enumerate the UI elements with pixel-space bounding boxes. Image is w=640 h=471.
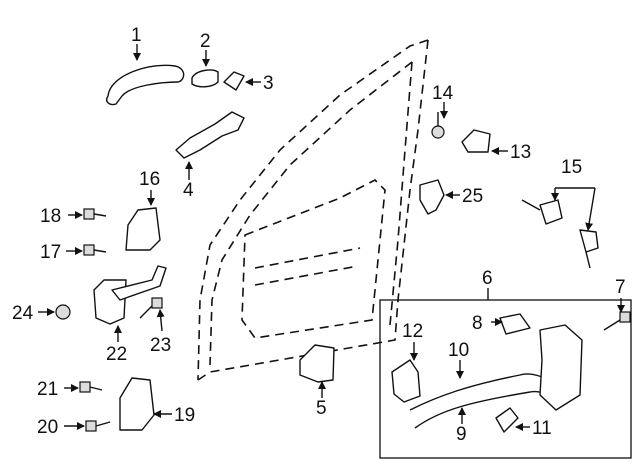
callout-14: 14 — [432, 83, 454, 104]
bolt-18 — [83, 208, 107, 220]
bolt-20 — [85, 420, 111, 432]
callout-16: 16 — [139, 169, 160, 190]
door-latch — [539, 324, 583, 411]
bolt-17 — [83, 244, 107, 256]
callout-1: 1 — [131, 25, 142, 46]
callout-13: 13 — [510, 142, 531, 163]
upper-hinge — [125, 207, 161, 251]
callout-17: 17 — [40, 242, 61, 263]
nut-24 — [55, 304, 71, 320]
callout-25: 25 — [462, 186, 483, 207]
handle-gasket — [223, 71, 245, 91]
handle-cap — [191, 69, 219, 88]
callout-4: 4 — [183, 180, 194, 201]
callout-3: 3 — [263, 73, 274, 94]
lock-assembly-box — [379, 299, 632, 459]
door-check — [93, 265, 167, 325]
grommet-11 — [495, 407, 519, 433]
rod-holder-25 — [419, 179, 445, 215]
callout-7: 7 — [615, 277, 626, 298]
callout-22: 22 — [106, 344, 127, 365]
callout-12: 12 — [402, 321, 423, 342]
bracket-8 — [499, 313, 531, 335]
striker — [299, 344, 335, 383]
callout-23: 23 — [150, 335, 171, 356]
callout-8: 8 — [472, 313, 483, 334]
callout-5: 5 — [316, 398, 327, 419]
clip-13 — [461, 129, 491, 153]
handle-bracket — [175, 111, 245, 159]
callout-9: 9 — [456, 424, 467, 445]
inside-handle-12 — [391, 359, 421, 403]
callout-21: 21 — [37, 379, 58, 400]
bolt-7 — [603, 311, 631, 331]
door-outline — [197, 39, 429, 381]
outside-handle — [106, 64, 185, 106]
callout-15: 15 — [561, 157, 582, 178]
callout-11: 11 — [532, 418, 552, 439]
screw-14 — [431, 112, 445, 139]
callout-leaders — [38, 44, 625, 431]
callout-18: 18 — [40, 206, 61, 227]
lower-hinge — [119, 377, 155, 431]
callout-19: 19 — [174, 405, 195, 426]
callout-6: 6 — [482, 268, 493, 289]
lock-cylinder-set — [521, 199, 599, 269]
callout-2: 2 — [200, 31, 211, 52]
callout-20: 20 — [37, 417, 58, 438]
callout-24: 24 — [12, 303, 34, 324]
callout-10: 10 — [448, 340, 469, 361]
callout-labels: 1 2 3 4 5 6 7 8 9 10 11 12 13 14 15 16 1… — [12, 25, 626, 445]
bolt-21 — [79, 381, 103, 393]
bolt-23 — [139, 297, 163, 319]
